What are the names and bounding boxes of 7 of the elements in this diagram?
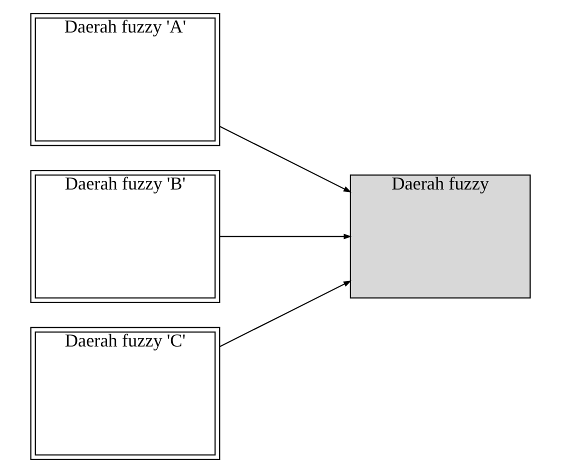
node-box: Daerah fuzzy 'B' [30,169,220,303]
node-box: Daerah fuzzy [350,174,531,298]
arrow [220,233,352,239]
arrow [220,280,352,347]
node-box: Daerah fuzzy 'A' [30,12,220,146]
arrow [220,125,352,192]
node-box: Daerah fuzzy 'C' [30,326,220,460]
